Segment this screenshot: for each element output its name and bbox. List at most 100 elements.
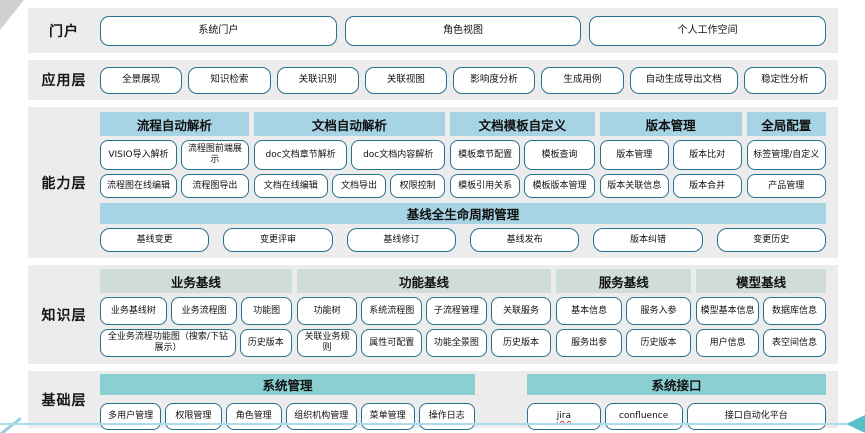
left-arrow-icon bbox=[846, 415, 865, 433]
jira-label: jira bbox=[556, 411, 571, 422]
baseline-box: 变更评审 bbox=[223, 228, 333, 252]
knw-box: 业务流程图 bbox=[170, 297, 238, 325]
knw-box: 基本信息 bbox=[556, 297, 622, 325]
cap-box: 模板查询 bbox=[524, 140, 595, 170]
box-role-view: 角色视图 bbox=[344, 15, 582, 46]
group-header-process-parse: 流程自动解析 bbox=[100, 112, 249, 136]
knowledge-groups: 业务基线 业务基线树 业务流程图 功能图 全业务流程功能图（搜索/下钻展示） 历… bbox=[100, 269, 826, 364]
base-box: 操作日志 bbox=[418, 403, 475, 430]
group-header-business-baseline: 业务基线 bbox=[100, 269, 292, 293]
knw-box: 历史版本 bbox=[625, 329, 692, 357]
group-business-baseline: 业务基线 业务基线树 业务流程图 功能图 全业务流程功能图（搜索/下钻展示） 历… bbox=[100, 269, 292, 364]
group-version-mgmt: 版本管理 版本管理 版本比对 版本关联信息 版本合并 bbox=[599, 112, 742, 198]
baseline-box: 变更历史 bbox=[716, 228, 826, 252]
base-box-jira: jira bbox=[527, 403, 601, 430]
layer-label-capability: 能力层 bbox=[41, 175, 87, 192]
knw-box: 关联服务 bbox=[490, 297, 552, 325]
cap-box: 流程图导出 bbox=[180, 174, 249, 198]
knw-box: 业务基线树 bbox=[100, 297, 167, 325]
app-box: 关联视图 bbox=[364, 66, 447, 94]
baseline-items: 基线变更 变更评审 基线修订 基线发布 版本纠错 变更历史 bbox=[100, 228, 826, 252]
layer-label-base: 基础层 bbox=[41, 392, 87, 409]
base-box: 角色管理 bbox=[225, 403, 282, 430]
cap-box: 标签管理/自定义 bbox=[746, 140, 826, 170]
capability-content: 流程自动解析 VISIO导入解析 流程图前端展示 流程图在线编辑 流程图导出 文… bbox=[100, 107, 826, 258]
app-box: 影响度分析 bbox=[453, 66, 536, 94]
layer-portal: 门户 系统门户 角色视图 个人工作空间 bbox=[28, 8, 838, 53]
group-header-global-config: 全局配置 bbox=[746, 112, 826, 136]
app-box: 稳定性分析 bbox=[743, 66, 826, 94]
knw-box: 属性可配置 bbox=[361, 329, 423, 357]
knw-box: 数据库信息 bbox=[763, 297, 826, 325]
knw-box: 关联业务规则 bbox=[296, 329, 358, 357]
baseline-box: 基线变更 bbox=[100, 228, 210, 252]
group-global-config: 全局配置 标签管理/自定义 产品管理 bbox=[746, 112, 826, 198]
cap-box: 版本比对 bbox=[672, 140, 742, 170]
knw-box: 服务出参 bbox=[556, 329, 622, 357]
knw-box: 模型基本信息 bbox=[696, 297, 760, 325]
base-box: 菜单管理 bbox=[360, 403, 415, 430]
group-header-system-mgmt: 系统管理 bbox=[100, 374, 475, 395]
cap-box: 流程图前端展示 bbox=[180, 140, 249, 170]
layer-base: 基础层 系统管理 多用户管理 权限管理 角色管理 组织机构管理 菜单管理 操作日… bbox=[28, 371, 838, 430]
cap-box: doc文档内容解析 bbox=[351, 140, 445, 170]
cap-box: 权限控制 bbox=[390, 174, 445, 198]
knw-box: 历史版本 bbox=[239, 329, 292, 357]
capability-groups: 流程自动解析 VISIO导入解析 流程图前端展示 流程图在线编辑 流程图导出 文… bbox=[100, 112, 826, 198]
base-groups: 系统管理 多用户管理 权限管理 角色管理 组织机构管理 菜单管理 操作日志 系统… bbox=[100, 374, 826, 430]
knw-box: 功能图 bbox=[241, 297, 292, 325]
app-box: 全景展现 bbox=[100, 66, 183, 94]
cap-box: 版本管理 bbox=[599, 140, 669, 170]
group-process-parse: 流程自动解析 VISIO导入解析 流程图前端展示 流程图在线编辑 流程图导出 bbox=[100, 112, 249, 198]
app-box: 生成用例 bbox=[541, 66, 624, 94]
app-box: 知识检索 bbox=[188, 66, 271, 94]
cap-box: 模板引用关系 bbox=[449, 174, 521, 198]
knw-box: 表空间信息 bbox=[763, 329, 826, 357]
group-header-service-baseline: 服务基线 bbox=[556, 269, 692, 293]
knw-box: 功能全景图 bbox=[426, 329, 487, 357]
knw-box: 系统流程图 bbox=[361, 297, 423, 325]
group-template-custom: 文档模板自定义 模板章节配置 模板查询 模板引用关系 模板版本管理 bbox=[449, 112, 595, 198]
group-header-function-baseline: 功能基线 bbox=[296, 269, 552, 293]
knw-box: 历史版本 bbox=[490, 329, 552, 357]
group-model-baseline: 模型基线 模型基本信息 数据库信息 用户信息 表空间信息 bbox=[696, 269, 826, 364]
layer-knowledge: 知识层 业务基线 业务基线树 业务流程图 功能图 全业务流程功能图（搜索/下钻展… bbox=[28, 265, 838, 364]
group-header-system-interface: 系统接口 bbox=[527, 374, 826, 395]
cap-box: 版本关联信息 bbox=[599, 174, 669, 198]
layer-capability: 能力层 流程自动解析 VISIO导入解析 流程图前端展示 流程图在线编辑 流程图… bbox=[28, 107, 838, 258]
knowledge-content: 业务基线 业务基线树 业务流程图 功能图 全业务流程功能图（搜索/下钻展示） 历… bbox=[100, 265, 826, 364]
group-header-version-mgmt: 版本管理 bbox=[599, 112, 742, 136]
base-box: 组织机构管理 bbox=[285, 403, 357, 430]
knw-box: 功能树 bbox=[296, 297, 358, 325]
base-box: 权限管理 bbox=[165, 403, 222, 430]
group-function-baseline: 功能基线 功能树 系统流程图 子流程管理 关联服务 关联业务规则 属性可配置 功… bbox=[296, 269, 552, 364]
cap-box: doc文档章节解析 bbox=[253, 140, 348, 170]
cap-box: 流程图在线编辑 bbox=[100, 174, 177, 198]
portal-items: 系统门户 角色视图 个人工作空间 bbox=[100, 8, 827, 53]
app-items: 全景展现 知识检索 关联识别 关联视图 影响度分析 生成用例 自动生成导出文档 … bbox=[100, 60, 826, 100]
cap-box: 产品管理 bbox=[746, 174, 826, 198]
cap-box: VISIO导入解析 bbox=[100, 140, 177, 170]
cap-box: 模板版本管理 bbox=[524, 174, 595, 198]
base-box-api-automation: 接口自动化平台 bbox=[686, 403, 826, 430]
cap-box: 文档导出 bbox=[331, 174, 387, 198]
knw-box: 全业务流程功能图（搜索/下钻展示） bbox=[100, 329, 236, 357]
cap-box: 模板章节配置 bbox=[449, 140, 521, 170]
box-personal-workspace: 个人工作空间 bbox=[589, 15, 827, 46]
group-system-interface: 系统接口 jira confluence 接口自动化平台 bbox=[527, 374, 826, 430]
group-header-doc-parse: 文档自动解析 bbox=[253, 112, 445, 136]
corner-decoration bbox=[0, 0, 24, 30]
layer-app: 应用层 全景展现 知识检索 关联识别 关联视图 影响度分析 生成用例 自动生成导… bbox=[28, 60, 838, 100]
bottom-left-diagonal-decoration bbox=[0, 417, 22, 433]
group-service-baseline: 服务基线 基本信息 服务入参 服务出参 历史版本 bbox=[556, 269, 692, 364]
bottom-line-decoration bbox=[0, 423, 847, 425]
baseline-box: 版本纠错 bbox=[593, 228, 703, 252]
baseline-box: 基线发布 bbox=[469, 228, 580, 252]
app-box: 关联识别 bbox=[276, 66, 359, 94]
layer-label-portal: 门户 bbox=[49, 23, 79, 40]
layer-label-app: 应用层 bbox=[41, 73, 87, 89]
group-doc-parse: 文档自动解析 doc文档章节解析 doc文档内容解析 文档在线编辑 文档导出 权… bbox=[253, 112, 445, 198]
group-system-mgmt: 系统管理 多用户管理 权限管理 角色管理 组织机构管理 菜单管理 操作日志 bbox=[100, 374, 475, 430]
cap-box: 文档在线编辑 bbox=[253, 174, 328, 198]
